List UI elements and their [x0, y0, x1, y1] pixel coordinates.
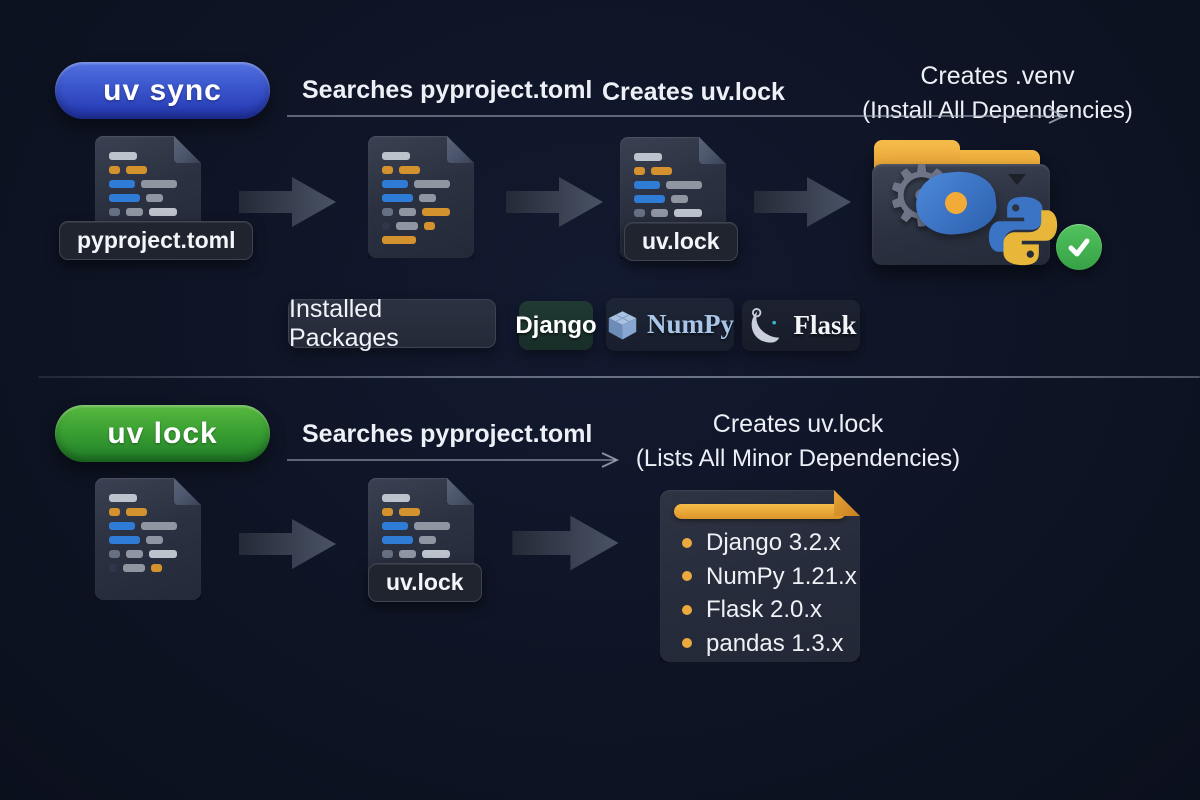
- code-lines: [109, 494, 189, 578]
- uv-sync-command-pill: uv sync: [55, 62, 270, 119]
- bullet-dot-icon: [682, 538, 692, 548]
- folder-tab: [874, 140, 960, 166]
- uvlock-file-label-bottom: uv.lock: [368, 563, 482, 602]
- sync-create-target: uv.lock: [700, 78, 785, 106]
- uv-lock-label: uv lock: [107, 416, 218, 450]
- chevron-down-icon: [1008, 174, 1026, 185]
- lock-create-prefix: Creates: [712, 410, 808, 438]
- arrow-right-icon: [504, 508, 628, 583]
- uvlock-file-label: uv.lock: [624, 222, 738, 261]
- sync-venv-prefix: Creates: [920, 62, 1015, 90]
- lock-step-create-text: Creates uv.lock (Lists All Minor Depende…: [618, 410, 978, 473]
- dependency-text: NumPy 1.21.x: [706, 562, 857, 590]
- bullet-dot-icon: [682, 605, 692, 615]
- arrow-right-icon: [504, 170, 606, 239]
- source-file-icon: [95, 478, 201, 600]
- uvlock-file-icon-bottom: uv.lock: [368, 478, 482, 602]
- sync-flow-thin-arrow-icon: [285, 106, 1080, 126]
- uv-lock-command-pill: uv lock: [55, 405, 270, 462]
- python-icon: [988, 196, 1058, 266]
- lock-create-target: uv.lock: [807, 410, 884, 438]
- sync-search-target: pyproject.toml: [420, 76, 593, 104]
- list-item: NumPy 1.21.x: [682, 560, 852, 594]
- flask-horn-icon: [752, 307, 780, 343]
- bullet-dot-icon: [682, 638, 692, 648]
- sync-venv-target: .venv: [1014, 62, 1075, 90]
- section-divider: [38, 376, 1200, 378]
- venv-folder-icon: ⚙: [872, 140, 1058, 266]
- django-badge: Django: [515, 301, 597, 350]
- code-lines: [382, 494, 462, 578]
- flask-badge: Flask: [742, 300, 860, 351]
- lock-step-search-text: Searches pyproject.toml: [302, 420, 592, 449]
- arrow-right-icon: [237, 170, 339, 239]
- uv-sync-label: uv sync: [103, 73, 222, 107]
- arrow-right-icon: [752, 170, 854, 239]
- numpy-badge-label: NumPy: [647, 309, 734, 339]
- code-lines: [382, 152, 462, 250]
- sync-venv-note: (Install All Dependencies): [862, 97, 1133, 124]
- check-icon: [1056, 224, 1102, 270]
- pyproject-file-icon: pyproject.toml: [59, 136, 254, 260]
- dependency-list-card: Django 3.2.x NumPy 1.21.x Flask 2.0.x pa…: [660, 490, 860, 662]
- lock-search-target: pyproject.toml: [420, 420, 593, 448]
- list-item: pandas 1.3.x: [682, 627, 852, 661]
- numpy-cube-icon: [608, 310, 637, 339]
- django-badge-label: Django: [515, 311, 597, 339]
- folded-corner: [447, 136, 474, 163]
- lock-flow-thin-arrow-icon: [285, 450, 633, 470]
- flask-badge-label: Flask: [793, 310, 857, 340]
- sync-step-search-text: Searches pyproject.toml: [302, 76, 592, 105]
- bullet-dot-icon: [682, 571, 692, 581]
- document-icon: [95, 478, 201, 600]
- folded-corner: [447, 478, 474, 505]
- sync-step-create-lock-text: Creates uv.lock: [602, 78, 785, 107]
- pyproject-file-label: pyproject.toml: [59, 221, 254, 260]
- uvlock-file-icon: uv.lock: [620, 137, 738, 261]
- arrow-right-icon: [237, 512, 339, 581]
- folded-corner: [174, 136, 201, 163]
- folded-corner: [174, 478, 201, 505]
- folded-corner: [699, 137, 726, 164]
- numpy-badge: NumPy: [606, 298, 734, 351]
- dependency-text: Django 3.2.x: [706, 529, 841, 556]
- installed-packages-box: Installed Packages: [288, 295, 496, 352]
- sync-create-prefix: Creates: [602, 78, 701, 106]
- list-item: Flask 2.0.x: [682, 593, 852, 627]
- resolved-file-icon: [368, 136, 474, 258]
- lock-create-note: (Lists All Minor Dependencies): [635, 445, 961, 472]
- card-title-bar: [674, 504, 846, 519]
- dependency-text: Flask 2.0.x: [706, 596, 823, 623]
- installed-packages-title: Installed Packages: [289, 294, 399, 352]
- lock-search-prefix: Searches: [302, 420, 421, 448]
- sync-search-prefix: Searches: [302, 76, 421, 104]
- sync-step-create-venv-text: Creates .venv (Install All Dependencies): [800, 62, 1195, 125]
- dependency-text: pandas 1.3.x: [706, 629, 844, 657]
- list-item: Django 3.2.x: [682, 526, 852, 560]
- dependency-list: Django 3.2.x NumPy 1.21.x Flask 2.0.x pa…: [682, 526, 852, 660]
